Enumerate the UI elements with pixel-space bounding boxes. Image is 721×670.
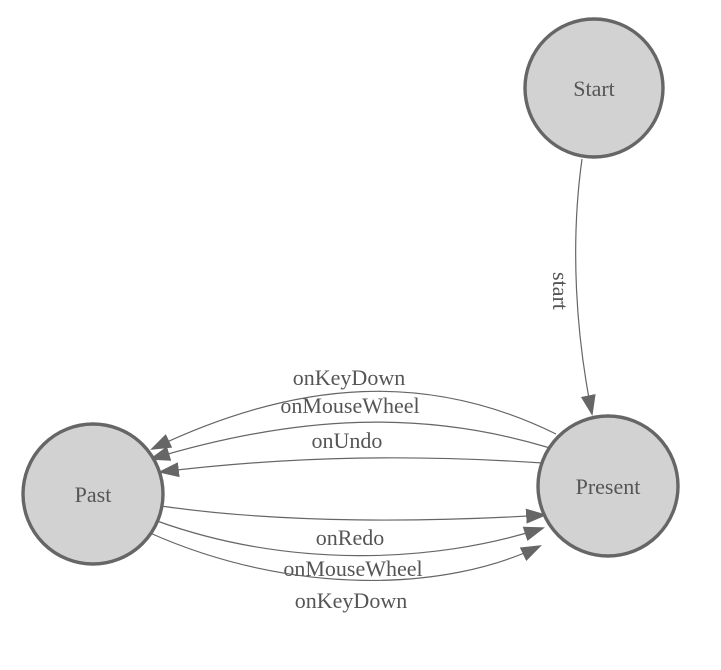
node-past[interactable]: Past	[21, 422, 165, 566]
edge-label-onkeydown-down: onKeyDown	[295, 588, 407, 613]
edge-start-to-present: start	[548, 158, 596, 417]
edge-present-to-past-onkeydown: onKeyDown	[150, 365, 557, 450]
edge-label-onundo: onUndo	[312, 428, 383, 453]
edge-path-start[interactable]	[575, 158, 596, 417]
node-present[interactable]: Present	[536, 414, 680, 558]
edge-label-onmousewheel-up: onMouseWheel	[280, 393, 419, 418]
edge-path-onkeydown-up[interactable]	[150, 390, 557, 450]
edge-path-onmousewheel-down[interactable]	[156, 520, 545, 557]
edge-path-onkeydown-down[interactable]	[149, 532, 542, 582]
edge-label-onkeydown-up: onKeyDown	[293, 365, 405, 390]
edge-past-to-present-onredo: onRedo	[160, 505, 548, 550]
node-start[interactable]: Start	[523, 17, 665, 159]
edge-label-onmousewheel-down: onMouseWheel	[283, 556, 422, 581]
node-past-label: Past	[75, 482, 112, 507]
edge-present-to-past-onundo: onUndo	[157, 428, 544, 478]
edge-path-onmousewheel-up[interactable]	[148, 421, 551, 461]
node-start-label: Start	[573, 76, 615, 101]
node-start-circle[interactable]	[523, 17, 665, 159]
edge-present-to-past-onmousewheel: onMouseWheel	[148, 393, 551, 461]
node-past-circle[interactable]	[21, 422, 165, 566]
edge-path-onundo[interactable]	[157, 457, 544, 478]
node-present-label: Present	[576, 474, 641, 499]
edge-label-onredo: onRedo	[316, 525, 384, 550]
edge-past-to-present-onkeydown: onKeyDown	[149, 532, 542, 613]
edge-label-start: start	[548, 272, 573, 310]
edge-path-onredo[interactable]	[160, 505, 548, 524]
node-present-circle[interactable]	[536, 414, 680, 558]
